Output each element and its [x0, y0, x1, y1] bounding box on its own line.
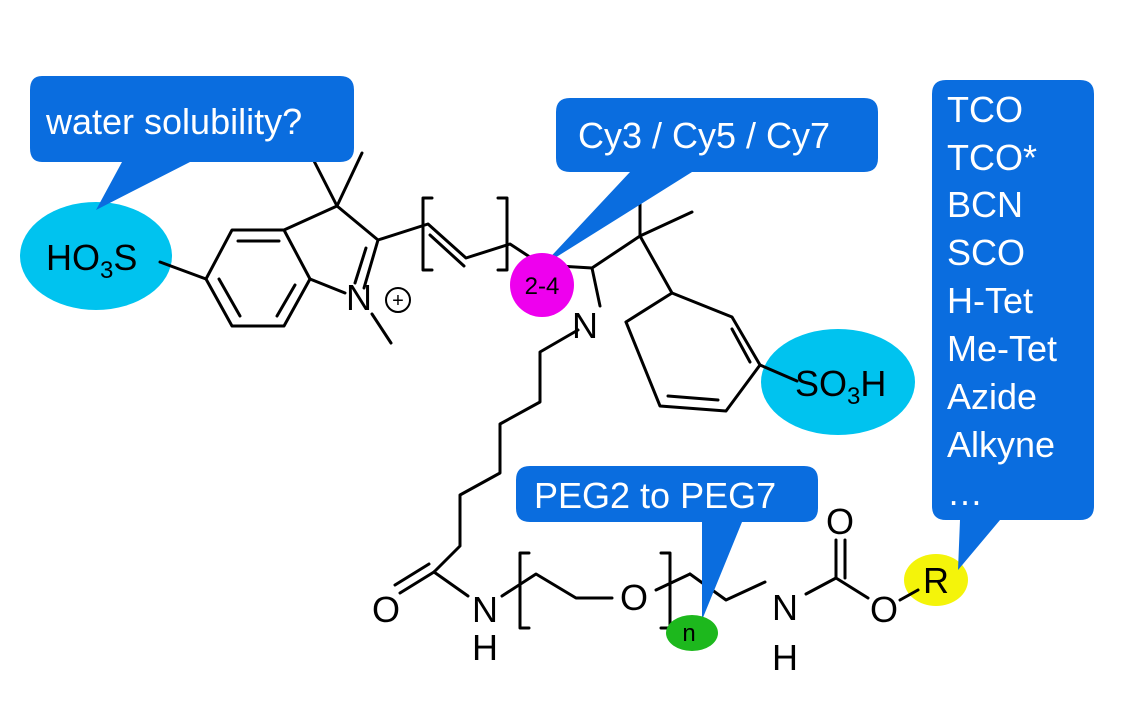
peg-repeat-badge	[666, 615, 718, 651]
cyanine-type-callout: Cy3 / Cy5 / Cy7	[542, 98, 878, 266]
reactive-groups-callout: TCO TCO* BCN SCO H-Tet Me-Tet Azide Alky…	[932, 80, 1094, 570]
reactive-group-item: Alkyne	[947, 424, 1055, 465]
atom-labels: HO3S SO3H N + N O N H O N H O O	[46, 237, 898, 678]
water-solubility-callout: water solubility?	[30, 76, 354, 210]
reactive-group-item: Azide	[947, 376, 1037, 417]
amide-n-label: N	[472, 589, 498, 630]
reactive-group-item: SCO	[947, 232, 1025, 273]
peg-length-label: PEG2 to PEG7	[534, 475, 776, 516]
positive-charge-label: +	[392, 290, 404, 312]
amide-o-label: O	[372, 589, 400, 630]
carbamate-n-label: N	[772, 587, 798, 628]
water-solubility-label: water solubility?	[45, 101, 302, 142]
amide-h-label: H	[472, 627, 498, 668]
peg-repeat-label: n	[682, 620, 695, 647]
right-sulfonate-highlight	[761, 329, 915, 435]
reactive-group-highlight	[904, 554, 968, 606]
cyanine-type-label: Cy3 / Cy5 / Cy7	[578, 115, 830, 156]
polymethine-repeat-badge	[510, 253, 574, 317]
carbamate-h-label: H	[772, 637, 798, 678]
reactive-group-item: Me-Tet	[947, 328, 1057, 369]
ester-o-label: O	[870, 589, 898, 630]
peg-length-callout: PEG2 to PEG7	[516, 466, 818, 620]
indolium-n-label: N	[346, 277, 372, 318]
r-group-label: R	[923, 560, 949, 601]
right-sulfonate-label: SO3H	[795, 363, 886, 410]
carbonyl-o-label: O	[826, 501, 854, 542]
reactive-group-item: TCO	[947, 89, 1023, 130]
reactive-group-item: …	[947, 472, 983, 513]
polymethine-repeat-label: 2-4	[525, 273, 560, 300]
positive-charge-icon	[385, 287, 411, 313]
reactive-group-item: TCO*	[947, 137, 1037, 178]
ether-o-label: O	[620, 577, 648, 618]
reactive-group-item: BCN	[947, 184, 1023, 225]
indoline-n-label: N	[572, 305, 598, 346]
reactive-group-item: H-Tet	[947, 280, 1033, 321]
left-sulfonate-label: HO3S	[46, 237, 137, 284]
left-sulfonate-highlight	[20, 202, 172, 310]
